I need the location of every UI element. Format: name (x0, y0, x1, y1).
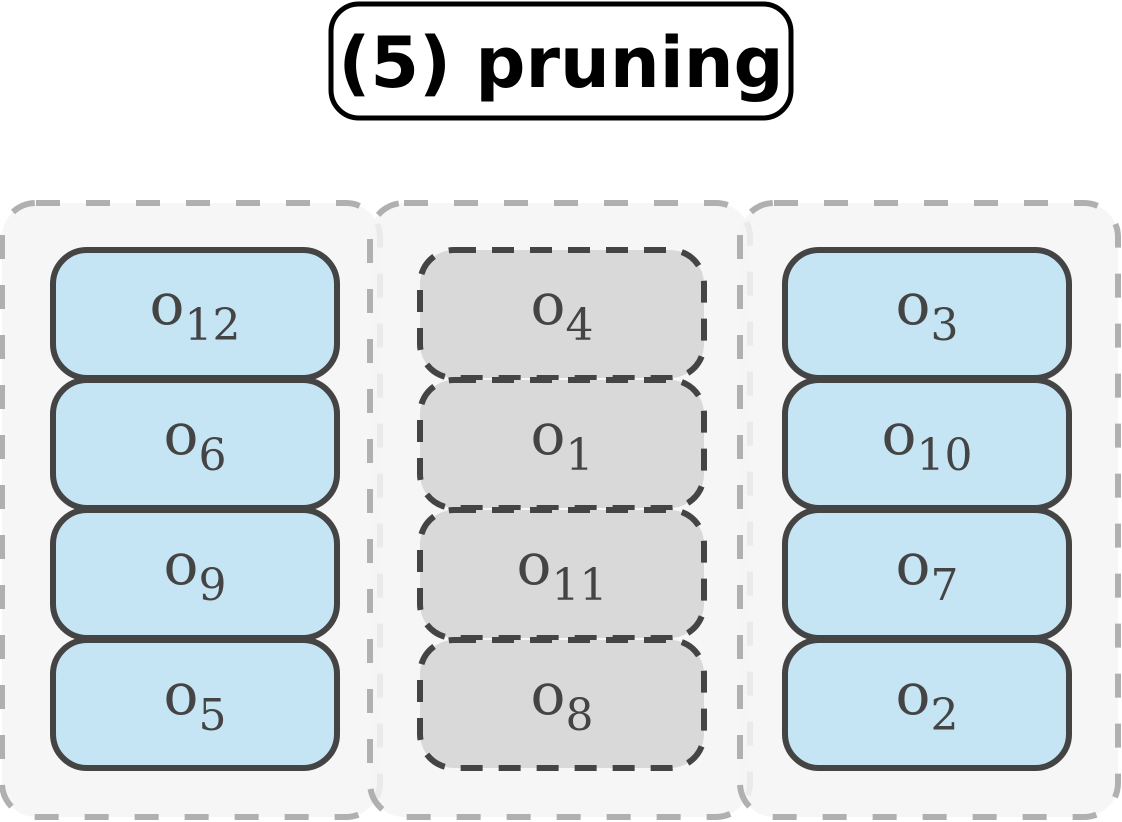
op-label: o10 (882, 400, 973, 481)
kept-op-box (50, 637, 340, 771)
title-box: (5) pruning (328, 1, 794, 121)
op-node-o7: o7 (782, 507, 1072, 641)
op-node-o12: o12 (50, 247, 340, 381)
op-node-o6: o6 (50, 377, 340, 511)
op-label: o5 (164, 660, 227, 741)
pruned-op-box (417, 637, 707, 771)
pruned-op-box (417, 377, 707, 511)
groups-layer: o12 o6 o9 o5 o4 o1 o11 o8 o3 o10 o7 o2 (0, 200, 1121, 820)
pruned-op-box (417, 507, 707, 641)
kept-op-box (782, 637, 1072, 771)
op-node-o9: o9 (50, 507, 340, 641)
op-node-o5: o5 (50, 637, 340, 771)
op-label: o2 (896, 660, 959, 741)
op-label: o11 (517, 530, 608, 611)
op-label: o12 (150, 270, 241, 351)
op-node-o8: o8 (417, 637, 707, 771)
op-label: o1 (531, 400, 594, 481)
op-node-o2: o2 (782, 637, 1072, 771)
group-middle: o4 o1 o11 o8 (367, 200, 753, 820)
op-node-o1: o1 (417, 377, 707, 511)
op-node-o11: o11 (417, 507, 707, 641)
op-label: o4 (531, 270, 594, 351)
op-node-o10: o10 (782, 377, 1072, 511)
op-label: o3 (896, 270, 959, 351)
title-frame (328, 1, 794, 121)
op-label: o7 (896, 530, 959, 611)
op-label: o9 (164, 530, 227, 611)
group-left: o12 o6 o9 o5 (0, 200, 383, 820)
title-text: (5) pruning (338, 22, 783, 104)
pruned-op-box (417, 247, 707, 381)
op-label: o6 (164, 400, 227, 481)
op-node-o4: o4 (417, 247, 707, 381)
op-label: o8 (531, 660, 594, 741)
group-right: o3 o10 o7 o2 (737, 200, 1121, 820)
op-node-o3: o3 (782, 247, 1072, 381)
